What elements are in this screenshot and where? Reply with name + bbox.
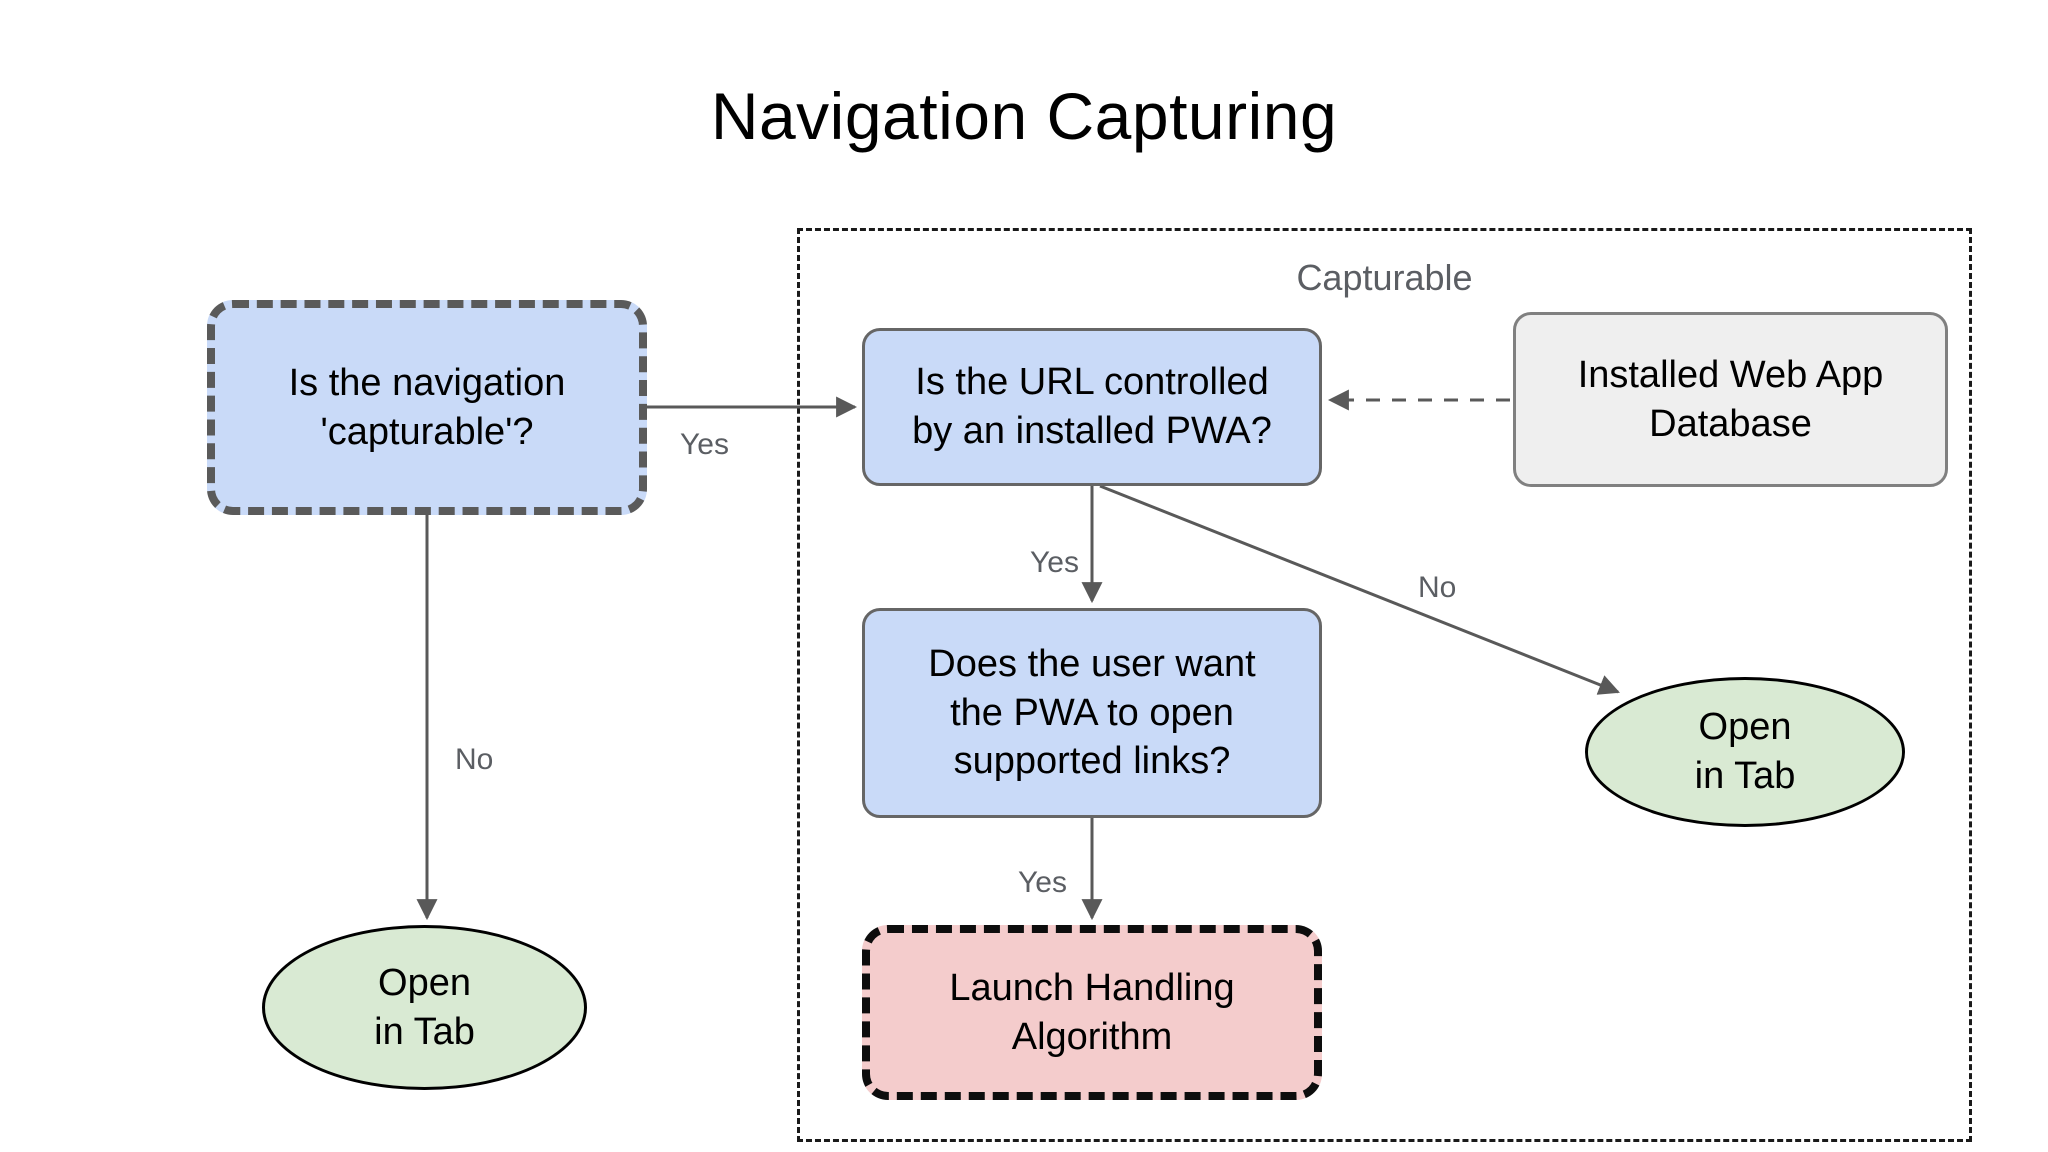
edge-label-no-capturable: No [455,743,494,776]
edge-label-yes-capturable: Yes [680,428,729,461]
node-is-url-controlled-by-pwa[interactable]: Is the URL controlled by an installed PW… [862,328,1322,486]
node-is-navigation-capturable[interactable]: Is the navigation 'capturable'? [207,300,647,515]
capturable-group-label: Capturable [1296,257,1473,298]
edge-label-yes-user-want: Yes [1018,866,1067,899]
edge-label-no-url-controlled: No [1418,571,1457,604]
capturable-group-container [797,228,1972,1142]
edge-label-yes-url-controlled: Yes [1030,546,1079,579]
node-launch-handling-algorithm[interactable]: Launch Handling Algorithm [862,925,1322,1100]
node-does-user-want-pwa-open-links[interactable]: Does the user want the PWA to open suppo… [862,608,1322,818]
page-title: Navigation Capturing [710,79,1338,153]
node-open-in-tab-right[interactable]: Open in Tab [1585,677,1905,827]
node-open-in-tab-left[interactable]: Open in Tab [262,925,587,1090]
node-installed-web-app-database[interactable]: Installed Web App Database [1513,312,1948,487]
